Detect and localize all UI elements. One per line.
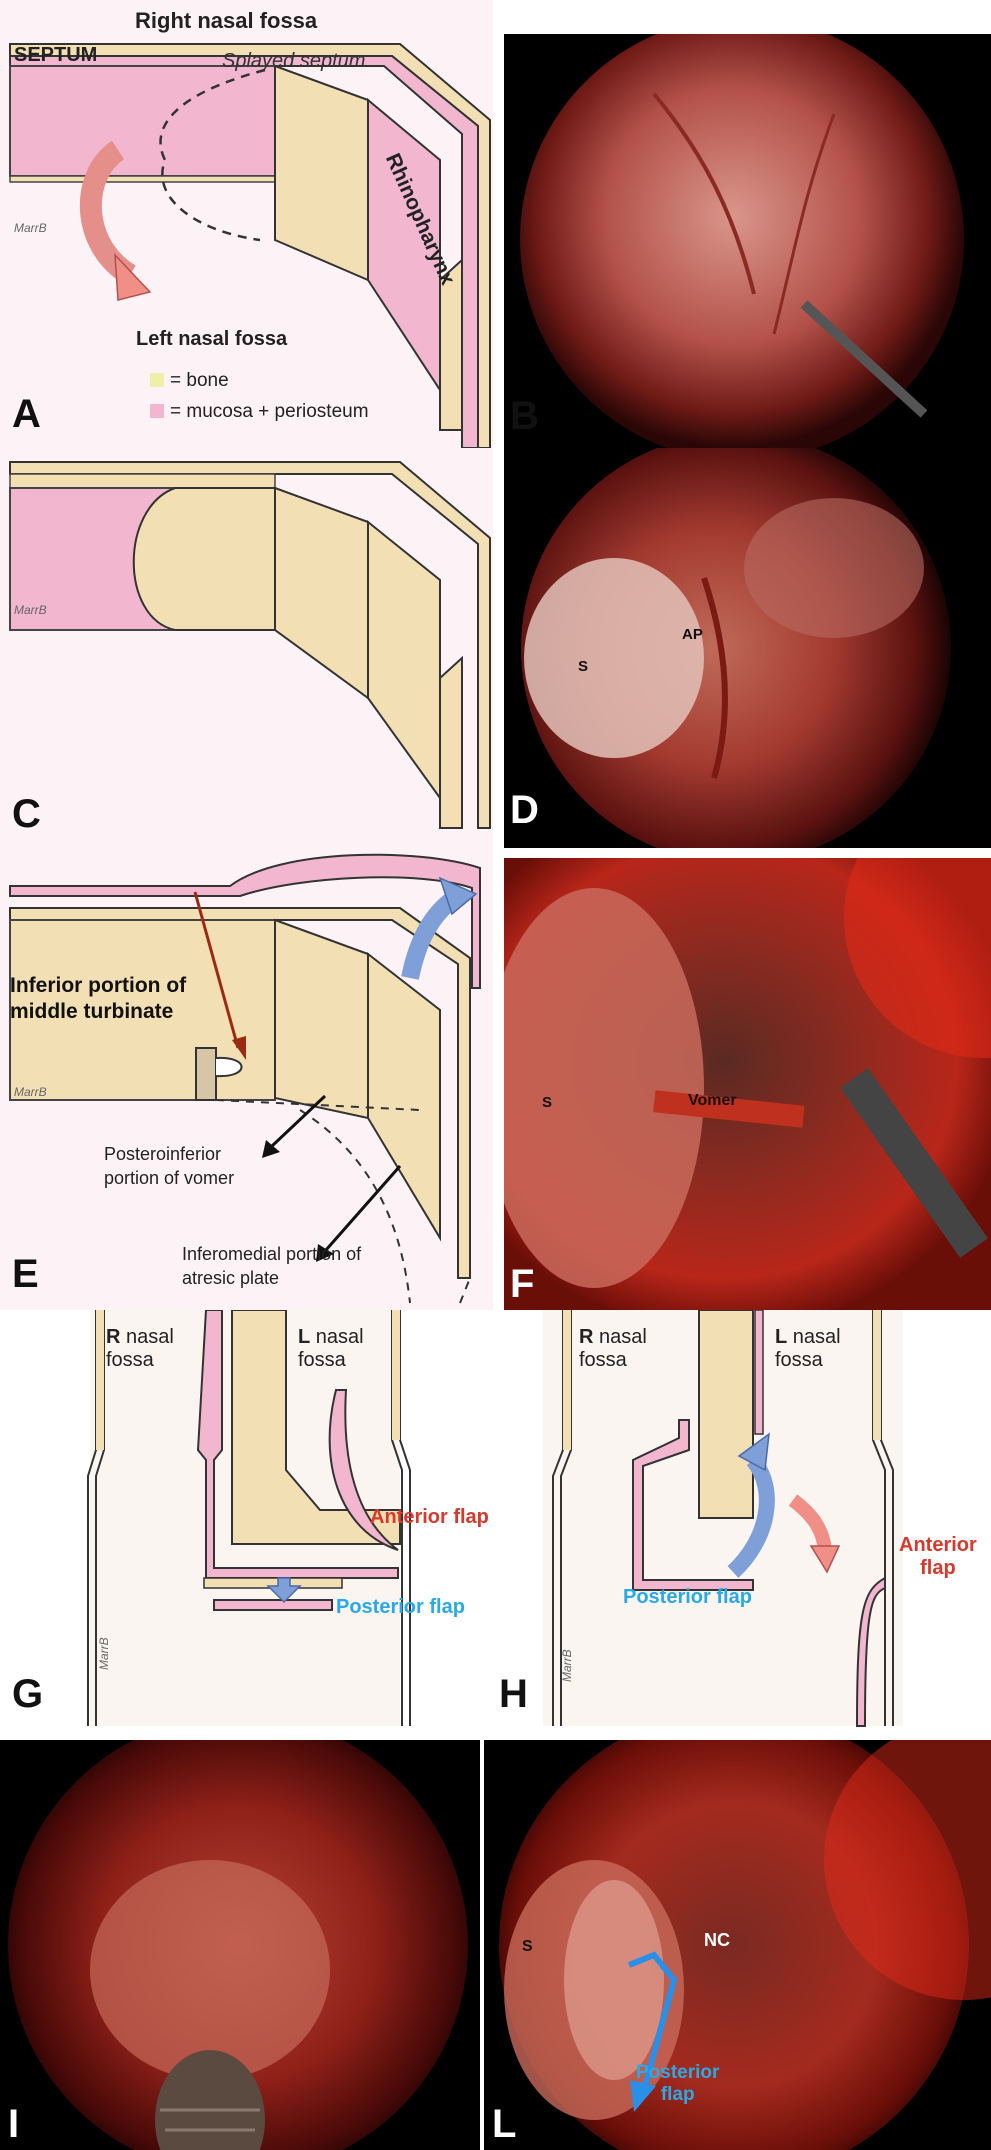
panel-a-illustration: Right nasal fossa SEPTUM Splayed septum … bbox=[0, 0, 493, 448]
panel-i-letter: I bbox=[8, 2102, 20, 2146]
panel-g-r-nasal: nasal bbox=[126, 1326, 174, 1348]
panel-i-endoscopic-photo: I bbox=[0, 1740, 480, 2150]
panel-h-l-nasal: nasal bbox=[792, 1326, 841, 1348]
panel-g-l-letter: L bbox=[298, 1326, 311, 1348]
panel-d-photo-image bbox=[521, 448, 951, 848]
panel-g-l-fossa-label: L nasal fossa bbox=[298, 1326, 364, 1372]
panel-h-anterior-line-2: flap bbox=[920, 1557, 956, 1579]
panel-f-endoscopic-photo: S Vomer F bbox=[504, 858, 991, 1310]
panel-d-endoscopic-photo: S AP D bbox=[504, 448, 991, 848]
panel-a-splayed-septum-label: Splayed septum bbox=[222, 50, 366, 72]
panel-g-l-fossa: fossa bbox=[298, 1349, 346, 1371]
panel-h-l-letter: L bbox=[775, 1326, 788, 1348]
panel-g-l-nasal: nasal bbox=[315, 1326, 364, 1348]
panel-d-label-ap: AP bbox=[682, 626, 703, 643]
panel-l-posterior-flap-label: Posterior flap bbox=[636, 2062, 719, 2106]
panel-a-septum-label: SEPTUM bbox=[14, 44, 98, 66]
panel-e-vomer-label-2: portion of vomer bbox=[104, 1168, 235, 1188]
panel-h-anterior-flap-label: Anterior flap bbox=[899, 1534, 977, 1580]
panel-h-letter: H bbox=[499, 1672, 528, 1716]
panel-h-r-fossa-label: R nasal fossa bbox=[579, 1326, 647, 1372]
panel-e-plate-label-2: atresic plate bbox=[182, 1268, 280, 1288]
panel-b-endoscopic-photo: B bbox=[504, 34, 991, 448]
panel-e-inferior-label-1: Inferior portion of bbox=[10, 974, 187, 997]
panel-e-inferior-label-2: middle turbinate bbox=[10, 1000, 174, 1023]
panel-h-r-fossa: fossa bbox=[579, 1349, 627, 1371]
panel-f-letter: F bbox=[510, 1262, 535, 1306]
panel-e-illustration: Inferior portion of middle turbinate Pos… bbox=[0, 848, 493, 1310]
panel-g-posterior-flap-label: Posterior flap bbox=[336, 1596, 465, 1618]
panel-h-anterior-line-1: Anterior bbox=[899, 1534, 977, 1556]
panel-c-signature: MarrB bbox=[14, 603, 47, 617]
panel-g-r-fossa-label: R nasal fossa bbox=[106, 1326, 174, 1372]
panel-h-l-fossa-label: L nasal fossa bbox=[775, 1326, 841, 1372]
panel-f-label-s: S bbox=[542, 1094, 553, 1111]
panel-b-photo-image bbox=[520, 34, 964, 448]
panel-g-r-letter: R bbox=[106, 1326, 121, 1348]
panel-a-signature: MarrB bbox=[14, 221, 47, 235]
panel-h-r-letter: R bbox=[579, 1326, 594, 1348]
panel-a-letter: A bbox=[12, 392, 41, 436]
panel-l-letter: L bbox=[492, 2102, 517, 2146]
panel-l-label-nc: NC bbox=[704, 1930, 730, 1950]
panel-a-drawing bbox=[0, 0, 493, 448]
panel-a-title: Right nasal fossa bbox=[135, 8, 318, 33]
panel-e-vomer-label-1: Posteroinferior bbox=[104, 1144, 222, 1164]
panel-a-left-fossa-label: Left nasal fossa bbox=[136, 328, 288, 350]
panel-a-legend-bone: = bone bbox=[170, 370, 229, 391]
panel-g-signature: MarrB bbox=[97, 1637, 111, 1670]
panel-i-photo-image bbox=[8, 1740, 468, 2150]
panel-h-l-fossa: fossa bbox=[775, 1349, 823, 1371]
panel-l-endoscopic-photo: S NC Posterior flap L bbox=[484, 1740, 991, 2150]
panel-g-drawing bbox=[0, 1310, 493, 1740]
panel-h-illustration: R nasal fossa L nasal fossa Anterior fla… bbox=[493, 1310, 991, 1740]
panel-e-signature: MarrB bbox=[14, 1085, 47, 1099]
panel-g-r-fossa: fossa bbox=[106, 1349, 154, 1371]
panel-d-label-s: S bbox=[578, 658, 589, 675]
panel-f-label-vomer: Vomer bbox=[688, 1092, 737, 1109]
panel-l-label-s: S bbox=[522, 1938, 533, 1955]
panel-h-posterior-flap-label: Posterior flap bbox=[623, 1586, 752, 1608]
panel-f-photo-image bbox=[504, 858, 991, 1310]
panel-g-illustration: R nasal fossa L nasal fossa Anterior fla… bbox=[0, 1310, 493, 1740]
panel-c-letter: C bbox=[12, 792, 41, 836]
panel-h-drawing bbox=[493, 1310, 991, 1740]
panel-d-letter: D bbox=[510, 788, 539, 832]
panel-c-drawing bbox=[0, 448, 493, 848]
panel-a-legend-mucosa: = mucosa + periosteum bbox=[170, 401, 369, 422]
panel-l-posterior-line-2: flap bbox=[660, 2083, 695, 2105]
panel-e-letter: E bbox=[12, 1252, 39, 1296]
panel-l-photo-image bbox=[499, 1740, 991, 2150]
panel-g-letter: G bbox=[12, 1672, 44, 1716]
panel-e-drawing bbox=[0, 848, 493, 1310]
panel-b-letter: B bbox=[510, 394, 539, 438]
panel-h-signature: MarrB bbox=[560, 1649, 574, 1682]
panel-h-r-nasal: nasal bbox=[599, 1326, 647, 1348]
panel-c-illustration: MarrB C bbox=[0, 448, 493, 848]
panel-l-posterior-line-1: Posterior bbox=[636, 2062, 720, 2083]
panel-g-anterior-flap-label: Anterior flap bbox=[370, 1506, 489, 1528]
panel-e-plate-label-1: Inferomedial portion of bbox=[182, 1244, 362, 1264]
